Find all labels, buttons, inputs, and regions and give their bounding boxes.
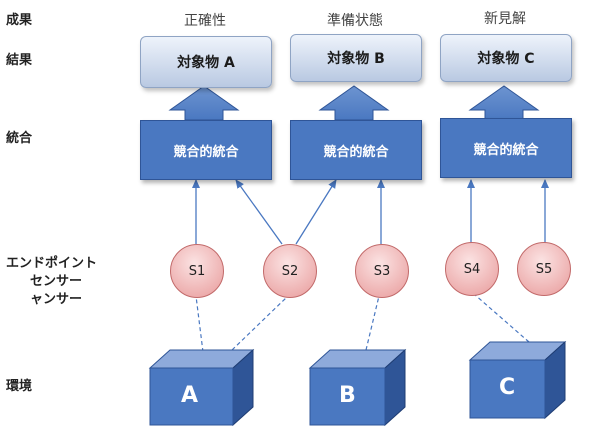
sensor-s4: S4	[445, 242, 499, 296]
environment-label-b: B	[339, 383, 356, 408]
integration-box-c: 競合的統合	[440, 118, 572, 178]
link-env-b-s3	[365, 295, 380, 351]
sensor-s1: S1	[170, 244, 224, 298]
row-label-sensor-3: ャンサー	[30, 292, 83, 307]
link-env-c-s4	[473, 293, 530, 343]
environment-cube-b	[308, 348, 407, 427]
sensor-s2: S2	[263, 244, 317, 298]
integration-box-a: 競合的統合	[140, 120, 272, 180]
column-label-readiness: 準備状態	[327, 13, 383, 29]
environment-label-c: C	[499, 375, 516, 400]
row-label-sensor-1: エンドポイント	[6, 256, 98, 271]
arrow-s2-integ-b	[295, 179, 337, 245]
column-label-insight: 新見解	[484, 11, 526, 27]
link-env-a-s1	[195, 295, 204, 353]
environment-cube-a	[148, 348, 255, 427]
arrow-s2-integ-a	[235, 179, 283, 245]
sensor-s3: S3	[355, 244, 409, 298]
environment-label-a: A	[181, 383, 199, 408]
up-arrow-a	[168, 85, 240, 121]
integration-box-b: 競合的統合	[290, 120, 422, 180]
up-arrow-b	[318, 85, 390, 121]
column-label-accuracy: 正確性	[184, 13, 226, 29]
environment-cube-c	[468, 340, 567, 420]
row-label-result: 結果	[6, 53, 33, 68]
row-label-integration: 統合	[6, 131, 33, 146]
up-arrow-c	[468, 85, 540, 121]
row-label-outcome: 成果	[6, 13, 33, 28]
row-label-environment: 環境	[6, 379, 33, 394]
link-env-a-s2	[231, 295, 289, 351]
target-box-b: 対象物 B	[290, 34, 422, 82]
target-box-c: 対象物 C	[440, 34, 572, 82]
target-box-a: 対象物 A	[140, 36, 272, 88]
sensor-s5: S5	[517, 242, 571, 296]
row-label-sensor-2: センサー	[30, 274, 83, 289]
